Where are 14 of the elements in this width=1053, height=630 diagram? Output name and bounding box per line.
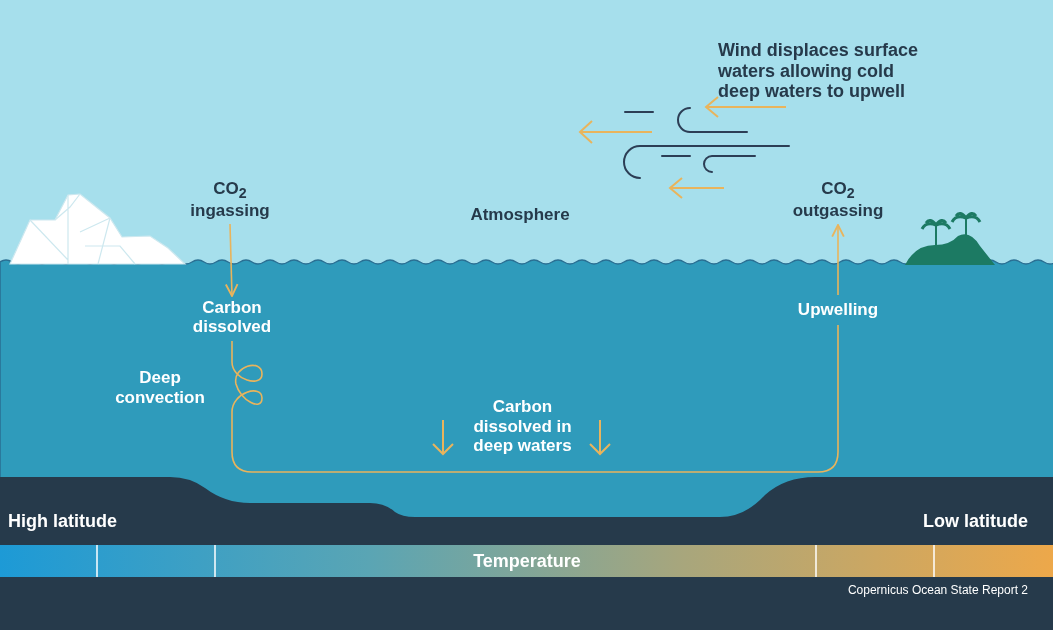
axis-label: High latitude <box>8 511 118 532</box>
process-label: Deep convection <box>114 368 206 408</box>
node-text: CO$_{2}$ outgassing <box>791 179 885 221</box>
node-text: Upwelling <box>797 300 879 320</box>
node-text: CO$_{2}$ ingassing <box>189 179 271 221</box>
process-label: Carbon dissolved in deep waters <box>472 397 573 456</box>
axis-label: Low latitude <box>922 511 1028 532</box>
node-text: Carbon dissolved <box>191 299 273 337</box>
annotation-text: Wind displaces surface waters allowing cold deep waters to upwell <box>718 40 919 103</box>
scale-label: Temperature <box>472 551 582 572</box>
arrow <box>224 223 239 297</box>
arrow <box>831 224 845 296</box>
region-label: Atmosphere <box>469 205 571 225</box>
source-note: Copernicus Ocean State Report 2 <box>846 584 1028 598</box>
